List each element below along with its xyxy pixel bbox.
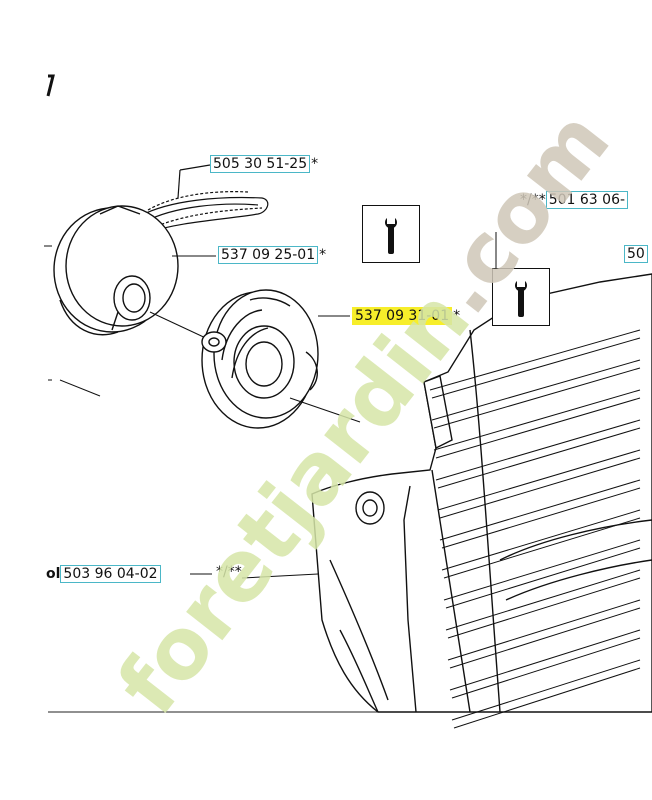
grille-slot [433,389,641,451]
starter-pulley [44,205,216,397]
grille-slot [445,569,641,631]
recoil-spring-cassette [201,289,361,429]
grille-slot-edge [439,457,641,519]
grille-slot [447,599,641,661]
tool-required-icon-1 [362,205,420,263]
grille-slot [437,449,641,511]
grille-slot-edge [435,397,641,459]
grille-slot [441,509,641,571]
grille-slot-edge [451,637,641,699]
grille-slot [435,419,641,481]
grille-slot-edge [441,487,641,549]
part-number: 503 96 04-02 [60,565,161,583]
tool-required-icon-2 [492,268,550,326]
grille-slot [451,659,641,721]
part-number: 537 09 25-01 [218,246,319,264]
label-right-edge: 50 [624,245,648,263]
part-number-highlighted: 537 09 31-01 [352,307,453,325]
grille-slot-edge [449,607,641,669]
frame-corner-mark [46,74,55,97]
grille-slot [449,629,641,691]
grille-slot-edge [443,517,641,579]
cover-grille-slots [429,329,641,729]
grille-slot-edge [433,367,641,429]
grille-slot-edge [447,577,641,639]
grille-slot [429,329,641,391]
part-number: 505 30 51-25 [210,155,311,173]
grille-slot [443,539,641,601]
grille-slot-edge [445,547,641,609]
part-number: 50 [624,245,648,263]
label-cover: */** [216,564,242,580]
starter-cover-housing [311,273,652,713]
part-number: 501 63 06- [545,191,629,209]
label-pulley: 537 09 25-01* [218,246,326,264]
grille-slot [439,479,641,541]
leader-lines [190,232,497,579]
label-spring-cassette: 537 09 31-01* [352,307,460,325]
grille-slot-edge [453,667,641,729]
grille-slot-edge [437,427,641,489]
grille-slot [431,359,641,421]
grille-slot-edge [431,337,641,399]
label-top-right: */**501 63 06- [520,191,629,209]
label-rope: 505 30 51-25* [210,155,318,173]
